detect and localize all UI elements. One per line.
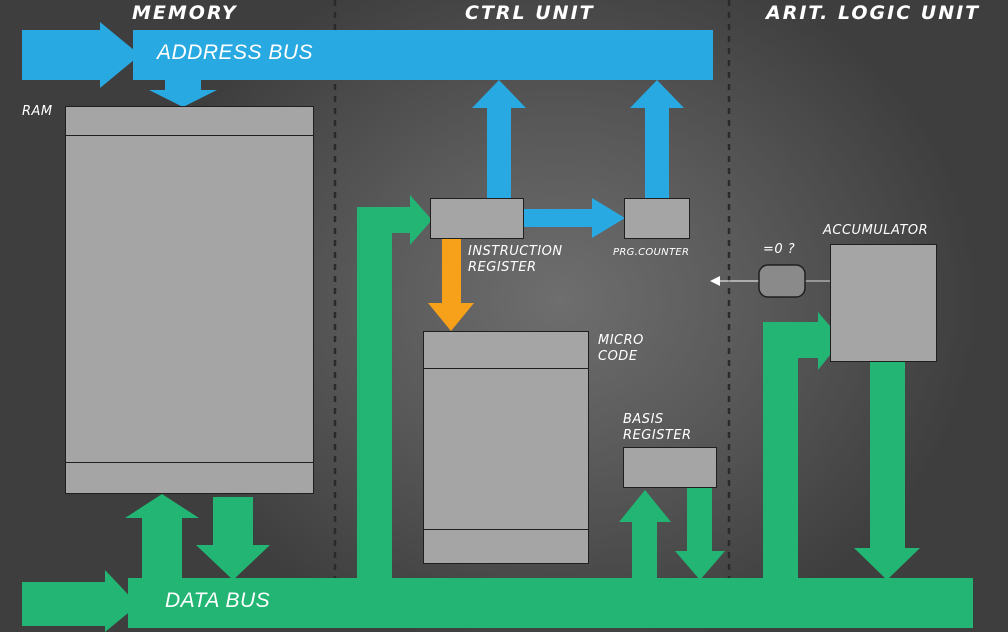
data-to-ram-arrow — [125, 494, 199, 578]
microcode-label-line2: CODE — [598, 349, 638, 364]
basis-register-label-line2: REGISTER — [623, 428, 692, 443]
basis-register-block — [623, 447, 717, 488]
ram-label: RAM — [22, 104, 53, 119]
data-to-accumulator-arrow — [763, 312, 842, 580]
zero-check-arrowhead — [710, 276, 720, 286]
accumulator-label: ACCUMULATOR — [823, 223, 929, 238]
address-bus-label: ADDRESS BUS — [157, 41, 314, 64]
alu-section-title: ARIT. LOGIC UNIT — [766, 2, 981, 24]
microcode-bottom-divider — [424, 529, 588, 530]
ram-top-divider — [66, 135, 313, 136]
ram-to-data-arrow — [196, 497, 270, 580]
microcode-label-line1: MICRO — [598, 333, 644, 348]
data-bus-input-arrow — [22, 570, 138, 632]
address-bus — [22, 22, 713, 238]
address-to-ram-arrow — [149, 80, 217, 107]
accumulator-block — [830, 244, 937, 362]
ir-to-pc-arrow — [523, 198, 625, 238]
ram-bottom-divider — [66, 462, 313, 463]
memory-section-title: MEMORY — [132, 2, 238, 24]
ir-to-address-arrow — [472, 80, 526, 198]
basis-register-to-data-arrow — [675, 488, 725, 580]
basis-register-label-line1: BASIS — [623, 412, 664, 427]
accumulator-to-data-arrow — [854, 360, 920, 580]
instruction-register-label-line1: INSTRUCTION — [468, 244, 563, 259]
instruction-register-label-line2: REGISTER — [468, 260, 537, 275]
address-bus-input-arrow — [22, 22, 140, 88]
pc-to-address-arrow — [630, 80, 684, 198]
program-counter-label: PRG.COUNTER — [613, 247, 690, 258]
zero-check-node — [758, 264, 806, 298]
ram-block — [65, 106, 314, 494]
instruction-register-block — [430, 198, 524, 239]
program-counter-block — [624, 198, 690, 239]
data-bus-label: DATA BUS — [165, 589, 271, 612]
ir-to-microcode-arrow — [428, 238, 474, 331]
microcode-block — [423, 331, 589, 564]
data-bus — [22, 195, 973, 632]
data-to-basis-register-arrow — [619, 490, 671, 578]
zero-check-label: =0 ? — [763, 242, 796, 257]
microcode-top-divider — [424, 368, 588, 369]
ctrl-unit-section-title: CTRL UNIT — [465, 2, 595, 24]
